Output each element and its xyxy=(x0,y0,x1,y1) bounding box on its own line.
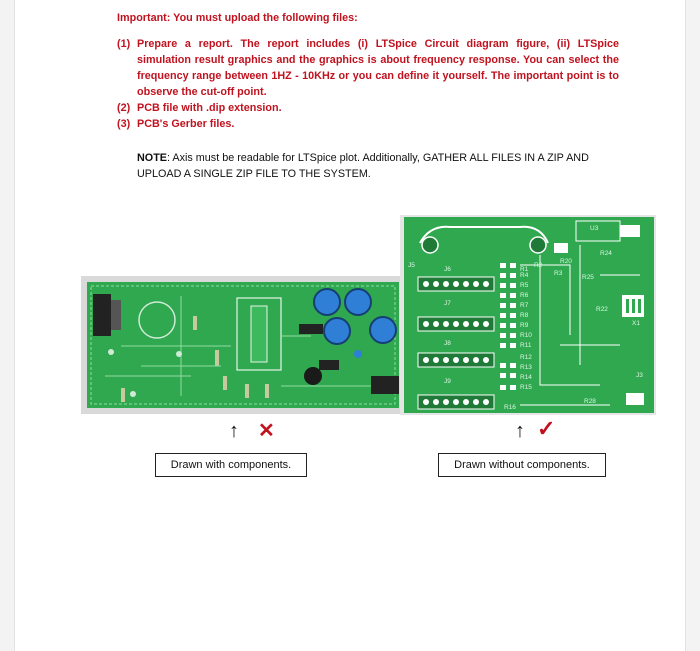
list-item: (2) PCB file with .dip extension. xyxy=(117,100,619,116)
pcb-label: X1 xyxy=(632,320,640,327)
pcb-label: R1 xyxy=(520,266,529,273)
pcb-label: U3 xyxy=(590,225,599,232)
pcb-label: R10 xyxy=(520,332,532,339)
pcb-label: J6 xyxy=(444,266,451,273)
instructions-heading: Important: You must upload the following… xyxy=(117,12,358,24)
pcb-label: R7 xyxy=(520,302,529,309)
pcb-label: J7 xyxy=(444,300,451,307)
pcb-label: R20 xyxy=(560,258,572,265)
note-text: : Axis must be readable for LTSpice plot… xyxy=(137,152,589,180)
list-number: (2) xyxy=(117,102,131,114)
pcb-label: R15 xyxy=(520,384,532,391)
pcb-label: J9 xyxy=(444,378,451,385)
pcb-label: R16 xyxy=(504,404,516,411)
note-paragraph: NOTE: Axis must be readable for LTSpice … xyxy=(137,150,617,182)
pcb-label: R12 xyxy=(520,354,532,361)
list-item: (3) PCB's Gerber files. xyxy=(117,116,619,132)
pcb-label: R9 xyxy=(520,322,529,329)
pcb-label: R24 xyxy=(600,250,612,257)
pcb-label: R22 xyxy=(596,306,608,313)
list-number: (1) xyxy=(117,38,131,50)
check-icon: ✓ xyxy=(537,416,556,441)
pcb-label: R3 xyxy=(554,270,563,277)
note-label: NOTE xyxy=(137,152,167,164)
pcb-with-components-image xyxy=(81,276,405,414)
caption-without-components: Drawn without components. xyxy=(438,453,606,477)
cross-icon: ✕ xyxy=(258,420,275,442)
pcb-label: R4 xyxy=(520,272,529,279)
caption-with-components: Drawn with components. xyxy=(155,453,307,477)
list-text: PCB file with .dip extension. xyxy=(137,102,282,114)
list-text: Prepare a report. The report includes (i… xyxy=(137,38,619,98)
pcb-label: R11 xyxy=(520,342,532,349)
pcb-label: R28 xyxy=(584,398,596,405)
pcb-label: R2 xyxy=(534,262,543,269)
pcb-label: R13 xyxy=(520,364,532,371)
pcb-label: J8 xyxy=(444,340,451,347)
pcb-label: R14 xyxy=(520,374,532,381)
pcb-label: J5 xyxy=(408,262,415,269)
pcb-label: R6 xyxy=(520,292,529,299)
upload-requirements-list: (1) Prepare a report. The report include… xyxy=(117,36,619,132)
pcb-without-components-image: U3 J5 J6 J7 J8 J9 R1 R2 R3 R4 R5 R6 R7 R… xyxy=(400,215,656,415)
list-text: PCB's Gerber files. xyxy=(137,118,235,130)
document-page: Important: You must upload the following… xyxy=(14,0,686,651)
pcb-label: R5 xyxy=(520,282,529,289)
up-arrow-icon: ↑ xyxy=(515,420,525,442)
list-number: (3) xyxy=(117,118,131,130)
list-item: (1) Prepare a report. The report include… xyxy=(117,36,619,100)
pcb-label: J3 xyxy=(636,372,643,379)
pcb-label: R8 xyxy=(520,312,529,319)
up-arrow-icon: ↑ xyxy=(229,420,239,442)
pcb-label: R25 xyxy=(582,274,594,281)
